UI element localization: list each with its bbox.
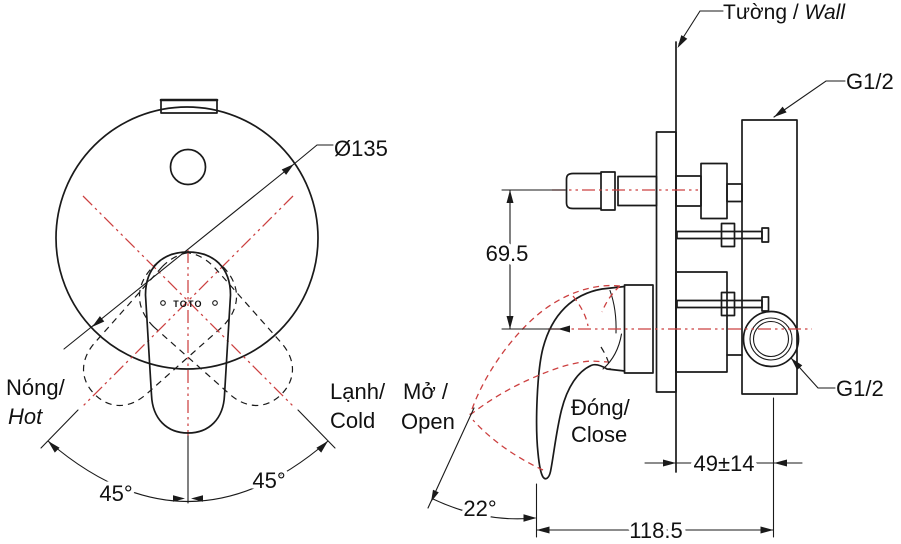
mounting-screw-top [676,222,770,248]
thread-top-label: G1/2 [846,69,894,94]
wall-pipe [675,175,702,207]
flange-plate-side [655,131,677,393]
wall-label-en: Wall [805,1,847,24]
valve-body-plate [741,119,798,395]
lever-open-phantom [469,284,621,471]
wall-label-vi: Tường / [723,1,805,24]
screw-cap-top [761,227,770,243]
angle-left-value: 45° [99,481,132,506]
total-depth-dimension: 118.5 [629,518,682,543]
dim-69-5-lines [501,189,567,330]
hot-label-vi: Nóng/ [6,375,66,400]
diameter-leader-line [63,144,334,350]
thread-bottom-leader [790,357,836,389]
screw-cap-bottom [761,296,770,312]
outlet-port-mid [749,317,793,361]
outlet-port-outer [742,310,800,368]
thread-top-arrow [774,106,787,117]
lever-handle-front [144,251,232,434]
screw-nut-bottom [720,291,736,317]
wall-depth-dimension: 49±14 [693,451,754,476]
thread-bottom-label: G1/2 [836,376,884,401]
lever-angle-dimension: 22° [463,496,496,521]
wall-leader-line [678,10,724,45]
lever-hub [623,284,654,374]
dim-118-lines [535,483,775,538]
screw-bar-bottom [676,299,763,309]
side-centerlines [548,189,812,330]
handle-dot-left [160,300,166,306]
hot-label-en: Hot [8,404,43,429]
cartridge-housing [675,271,728,373]
wall-leader-arrow [677,35,688,48]
cold-label-en: Cold [330,408,375,433]
knob-collar [600,171,616,211]
brand-logo: TOTO [173,299,202,309]
outlet-spacing-dimension: 69.5 [486,241,529,266]
pipe-connector [726,183,743,203]
mounting-screw-bottom [676,291,770,317]
open-label-en: Open [401,409,455,434]
dim-22-arrows [431,489,537,522]
thread-top-leader [773,80,846,118]
screw-nut-top [720,222,736,248]
close-label-vi: Đóng/ [571,395,631,420]
open-label-vi: Mở / [403,379,449,404]
cold-label-vi: Lạnh/ [330,379,386,404]
outlet-port-inner [752,320,790,358]
screw-bar-top [676,230,763,240]
close-label-en: Close [571,422,627,447]
wall-label: Tường / Wall [723,1,846,24]
diameter-dimension: Ø135 [334,136,388,161]
handle-dot-right [212,300,218,306]
thread-bottom-arrow [791,358,803,370]
pipe-hub [700,162,728,220]
lever-handle-side [535,285,626,480]
handle-position-right-dashed [138,251,293,406]
lever-hidden-line [600,346,611,370]
diverter-button-circle [169,148,207,186]
angle-dimension-lines [40,409,336,504]
front-centerlines [82,195,294,436]
escutcheon-plate-circle [55,106,319,370]
angle-right-value: 45° [252,468,285,493]
side-view: 69.5 49±14 118.5 22° Tường / Wall G1/2 G… [401,1,894,544]
dim-69-5-arrows [506,190,570,333]
front-view: TOTO Ø135 45° 45° Nóng/ Hot Lạnh/ Cold [6,98,388,510]
diverter-knob [565,172,602,210]
knob-stem [617,175,658,207]
lever-detail-lines [602,289,623,370]
